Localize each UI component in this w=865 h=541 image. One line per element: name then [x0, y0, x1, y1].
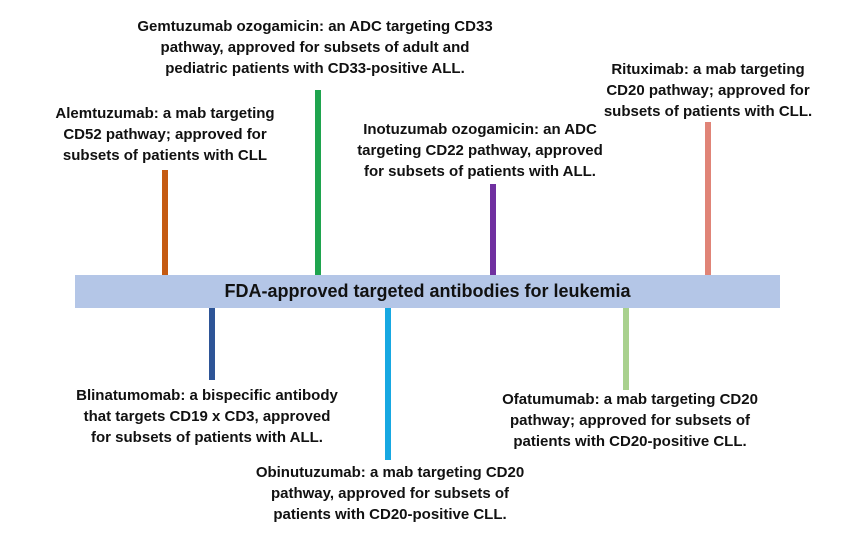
label-ofatumumab: Ofatumumab: a mab targeting CD20 pathway…	[502, 391, 758, 450]
connector-line-rituximab	[705, 122, 711, 275]
connector-line-inotuzumab	[490, 184, 496, 275]
label-gemtuzumab: Gemtuzumab ozogamicin: an ADC targeting …	[137, 18, 493, 77]
diagram-title: FDA-approved targeted antibodies for leu…	[224, 281, 631, 301]
central-title-bar: FDA-approved targeted antibodies for leu…	[75, 275, 780, 308]
connector-line-blinatumomab	[209, 308, 215, 380]
connector-line-ofatumumab	[623, 308, 629, 390]
label-rituximab: Rituximab: a mab targeting CD20 pathway;…	[603, 61, 813, 120]
label-alemtuzumab: Alemtuzumab: a mab targeting CD52 pathwa…	[55, 105, 275, 164]
label-obinutuzumab: Obinutuzumab: a mab targeting CD20 pathw…	[255, 464, 525, 523]
connector-line-alemtuzumab	[162, 170, 168, 275]
connector-line-obinutuzumab	[385, 308, 391, 460]
connector-line-gemtuzumab	[315, 90, 321, 275]
label-inotuzumab: Inotuzumab ozogamicin: an ADC targeting …	[357, 121, 603, 180]
label-blinatumomab: Blinatumomab: a bispecific antibody that…	[76, 387, 338, 446]
